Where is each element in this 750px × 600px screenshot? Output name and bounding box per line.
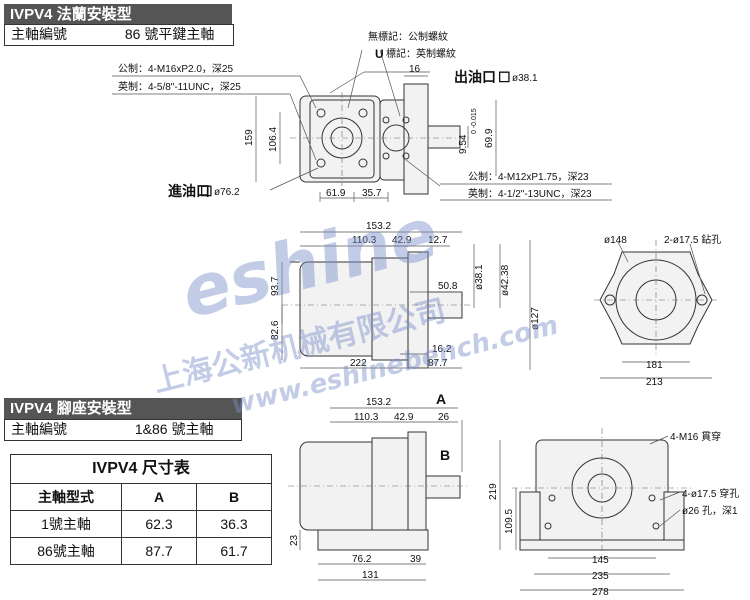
outlet-box-icon: ☐: [498, 69, 511, 85]
dim-153-2: 153.2: [366, 221, 391, 232]
dim-9-54-tol: 0 -0.015: [471, 108, 478, 134]
table-header: 主軸型式: [10, 483, 122, 511]
foot-section-title: IVPV4 腳座安裝型: [4, 398, 242, 420]
side-view-dimensions: [281, 231, 531, 370]
legend-none-mark: 無標記：公制螺紋: [368, 30, 448, 43]
outlet-thread-metric: 公制：4-M12xP1.75，深23: [468, 170, 589, 183]
dim-12-7: 12.7: [428, 235, 448, 246]
flange-end-view: [290, 83, 470, 195]
dim-B: B: [440, 447, 450, 463]
dim-110-3: 110.3: [352, 235, 377, 246]
dim-159: 159: [244, 129, 255, 146]
dim-109-5: 109.5: [504, 509, 515, 534]
dim-87-7: 87.7: [428, 358, 448, 369]
dim-181: 181: [646, 360, 663, 371]
dim-9-54: 9.54: [458, 134, 469, 154]
table-row: 1號主軸 62.3 36.3: [10, 510, 272, 538]
inlet-box-icon: ☐: [200, 183, 213, 199]
dim-219: 219: [488, 483, 499, 500]
top-view-dimensions: [255, 49, 497, 202]
table-cell: 86號主軸: [10, 537, 122, 565]
dim-82-6: 82.6: [270, 320, 281, 340]
dim-16: 16: [409, 64, 421, 75]
dim-61-9: 61.9: [326, 188, 346, 199]
dim-23: 23: [289, 534, 300, 546]
flange-front-view: [594, 240, 718, 356]
dim-A: A: [436, 391, 446, 407]
dim-16-2: 16.2: [432, 344, 452, 355]
table-header: A: [121, 483, 197, 511]
table-cell: 36.3: [196, 510, 272, 538]
table-header-row: 主軸型式 A B: [10, 483, 272, 511]
dim-69-9: 69.9: [484, 128, 495, 148]
inlet-thread-metric: 公制：4-M16xP2.0，深25: [118, 62, 233, 75]
dim-50-8: 50.8: [438, 281, 458, 292]
foot-shaft-value: 1&86 號主軸: [134, 421, 214, 437]
dim-153-2-foot: 153.2: [366, 397, 391, 408]
dim-222: 222: [350, 358, 367, 369]
inlet-dia: ø76.2: [214, 187, 240, 198]
dim-42-9-foot: 42.9: [394, 412, 414, 423]
table-title: IVPV4 尺寸表: [10, 454, 272, 483]
dim-131: 131: [362, 570, 379, 581]
table-cell: 61.7: [196, 537, 272, 565]
foot-counterbore-label: ø26 孔，深1: [682, 505, 738, 517]
dim-235: 235: [592, 571, 609, 582]
dim-110-3-foot: 110.3: [354, 412, 379, 423]
outlet-thread-imperial: 英制：4-1/2"-13UNC，深23: [468, 187, 592, 200]
flange-shaft-box: 主軸編號 86 號平鍵主軸: [4, 24, 234, 46]
flange-section-title: IVPV4 法蘭安裝型: [4, 4, 232, 26]
dim-106-4: 106.4: [268, 127, 279, 152]
dim-d148: ø148: [604, 235, 627, 246]
legend-u-mark: 標記：英制螺紋: [386, 47, 456, 60]
table-header: B: [196, 483, 272, 511]
legend-u-letter: U: [375, 47, 384, 61]
flange-shaft-label: 主軸編號: [11, 26, 67, 42]
outlet-dia: ø38.1: [512, 73, 538, 84]
flange-shaft-value: 86 號平鍵主軸: [124, 26, 215, 42]
dim-26: 26: [438, 412, 450, 423]
outlet-title: 出油口: [454, 69, 496, 85]
dim-d127: ø127: [530, 307, 541, 330]
dim-42-9: 42.9: [392, 235, 412, 246]
dim-d38-1: ø38.1: [474, 264, 485, 290]
dim-39: 39: [410, 554, 422, 565]
inlet-title: 進油口: [168, 183, 210, 199]
table-row: 86號主軸 87.7 61.7: [10, 537, 272, 565]
foot-tap-label: 4-M16 貫穿: [670, 430, 721, 443]
dimension-table: IVPV4 尺寸表 主軸型式 A B 1號主軸 62.3 36.3 86號主軸 …: [10, 454, 272, 565]
flange-holes-label: 2-ø17.5 鉆孔: [664, 233, 721, 246]
foot-shaft-box: 主軸編號 1&86 號主軸: [4, 419, 242, 441]
dim-d42-38: ø42.38: [500, 264, 511, 296]
foot-shaft-label: 主軸編號: [11, 421, 67, 437]
dim-93-7: 93.7: [270, 276, 281, 296]
foot-holes-label: 4-ø17.5 穿孔: [682, 487, 739, 500]
dim-35-7: 35.7: [362, 188, 382, 199]
inlet-thread-imperial: 英制：4-5/8"-11UNC，深25: [118, 80, 241, 93]
foot-front-view: [512, 428, 692, 556]
foot-side-view: [288, 431, 470, 551]
dim-278: 278: [592, 587, 609, 598]
dim-145: 145: [592, 555, 609, 566]
dim-213: 213: [646, 377, 663, 388]
dim-76-2: 76.2: [352, 554, 372, 565]
